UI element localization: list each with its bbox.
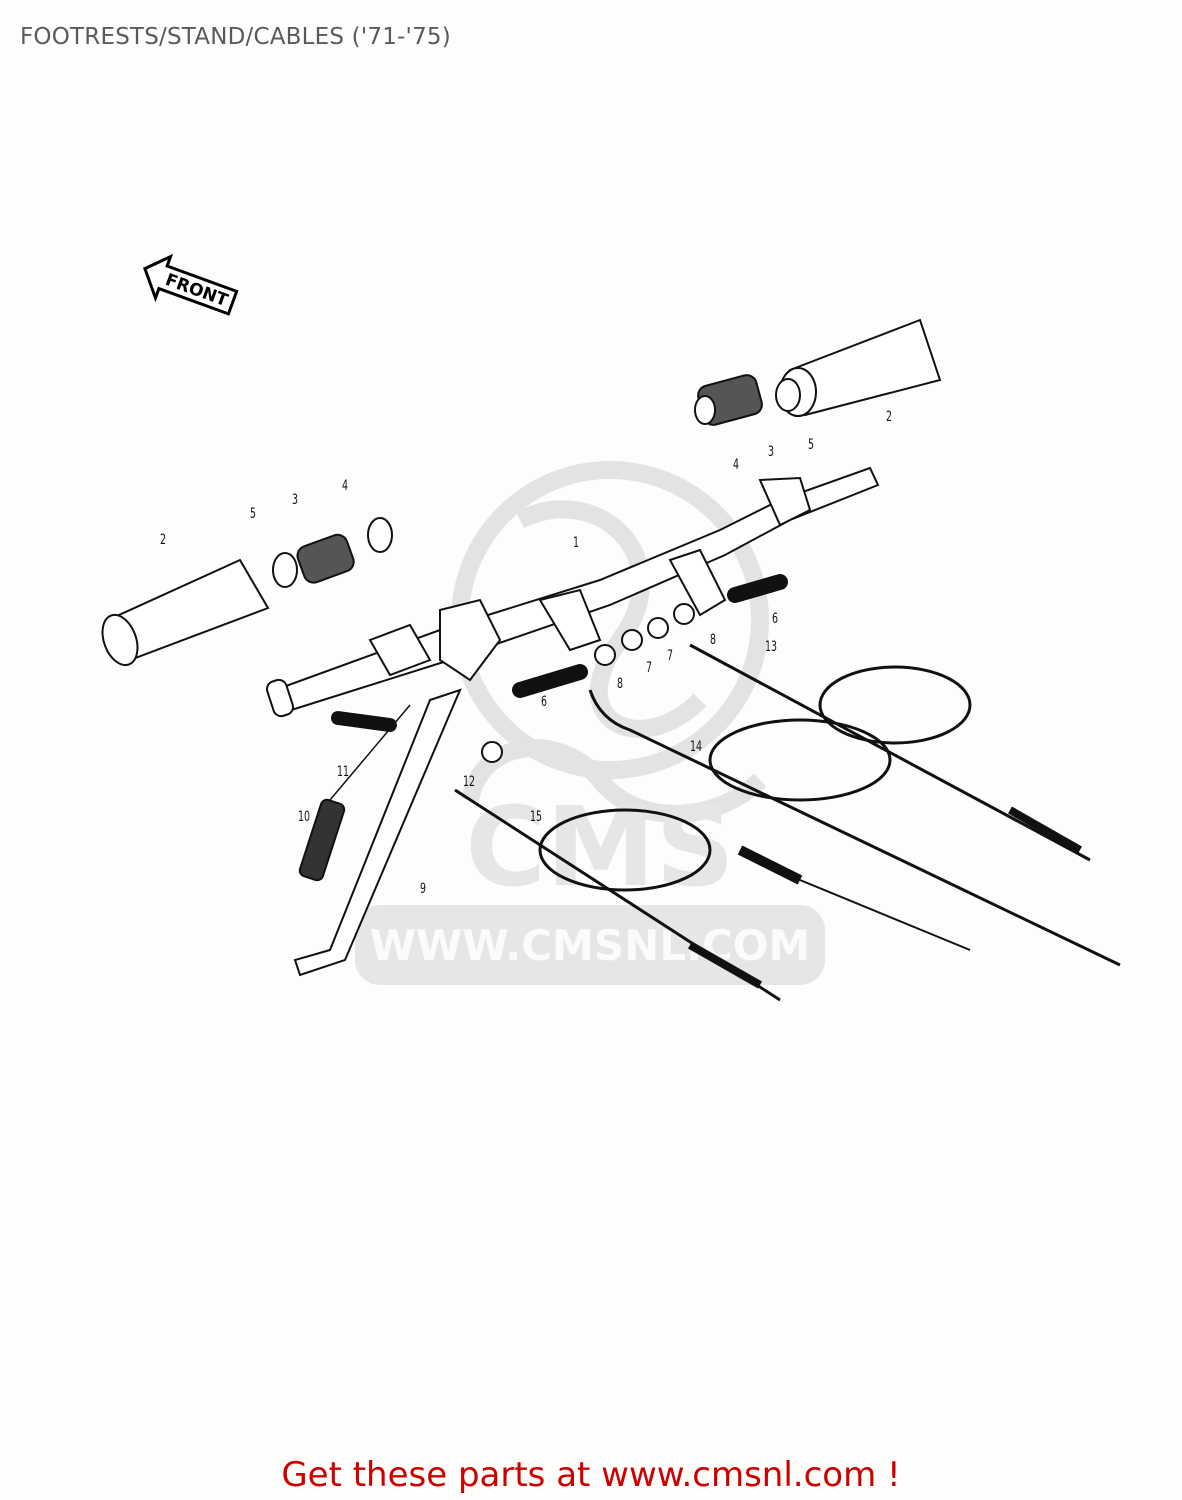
- callout-8-b: 8: [710, 632, 717, 648]
- svg-text:CMS: CMS: [465, 783, 734, 911]
- callout-5-left: 5: [250, 506, 257, 522]
- callout-13: 13: [765, 639, 778, 655]
- callout-10: 10: [298, 809, 311, 825]
- front-arrow-icon: FRONT: [143, 253, 239, 316]
- callout-4-right: 4: [733, 457, 740, 473]
- callout-8-a: 8: [617, 676, 624, 692]
- callout-7-b: 7: [667, 648, 674, 664]
- callout-15: 15: [530, 809, 543, 825]
- callout-2-left: 2: [160, 532, 167, 548]
- callout-6-b: 6: [772, 611, 779, 627]
- callout-9: 9: [420, 881, 427, 897]
- callout-3-right: 3: [768, 444, 775, 460]
- callout-3-left: 3: [292, 492, 299, 508]
- cmsnl-link[interactable]: Get these parts at www.cmsnl.com !: [281, 1455, 901, 1495]
- callout-4-left: 4: [342, 478, 349, 494]
- exploded-parts-diagram: WWW.CMSNL.COM CMS FRONT: [101, 253, 1121, 1002]
- callout-5-right: 5: [808, 437, 815, 453]
- callout-12: 12: [463, 774, 476, 790]
- footer-promo: Get these parts at www.cmsnl.com !: [0, 1455, 1182, 1495]
- callout-1: 1: [573, 535, 580, 551]
- svg-text:WWW.CMSNL.COM: WWW.CMSNL.COM: [370, 921, 811, 970]
- callout-11: 11: [337, 764, 350, 780]
- callout-14: 14: [690, 739, 703, 755]
- callout-7-a: 7: [646, 660, 653, 676]
- page-title: FOOTRESTS/STAND/CABLES ('71-'75): [20, 24, 451, 50]
- callout-6-a: 6: [541, 694, 548, 710]
- callout-2-right: 2: [886, 409, 893, 425]
